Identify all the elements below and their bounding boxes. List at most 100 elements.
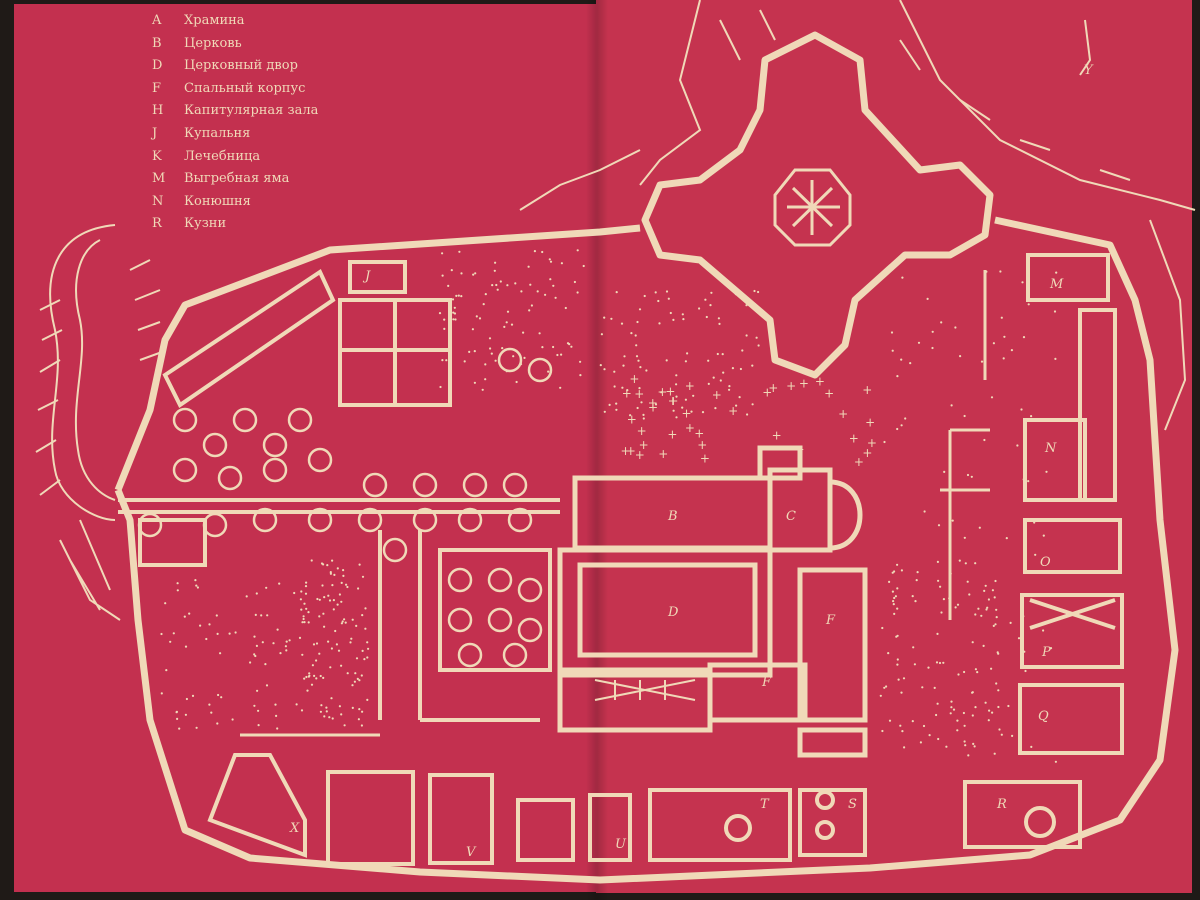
texture-dot [971, 641, 974, 644]
texture-dot [548, 258, 551, 261]
texture-dot [329, 666, 332, 669]
texture-dot [552, 345, 555, 349]
texture-dot [665, 290, 669, 293]
fortress-keep [641, 31, 994, 379]
texture-dot [922, 724, 926, 728]
texture-dot [560, 353, 563, 356]
texture-dot [311, 664, 314, 667]
grave-cross: + [795, 443, 805, 457]
legend-item: N Конюшня [148, 191, 408, 214]
grave-cross: + [682, 407, 692, 421]
legend-key: F [152, 80, 162, 96]
texture-dot [345, 583, 348, 586]
grave-cross: + [799, 377, 809, 391]
texture-dot [896, 587, 899, 590]
texture-dot [356, 677, 359, 681]
texture-dot [254, 654, 257, 658]
grave-cross: + [772, 428, 782, 442]
building-stable-n [1023, 418, 1087, 502]
texture-dot [353, 680, 356, 683]
texture-dot [304, 592, 308, 595]
texture-dot [460, 295, 463, 298]
texture-dot [983, 438, 986, 442]
texture-dot [718, 322, 721, 325]
legend-item: D Церковный двор [148, 55, 408, 78]
grave-cross: + [728, 404, 738, 418]
map-label-r: R [996, 797, 1007, 812]
texture-dot [967, 754, 970, 757]
texture-dot [987, 719, 990, 722]
texture-dot [340, 622, 343, 625]
texture-dot [665, 359, 668, 362]
texture-dot [956, 729, 959, 732]
texture-dot [494, 359, 497, 362]
texture-dot [963, 536, 966, 539]
texture-dot [333, 573, 336, 577]
texture-dot [452, 311, 455, 314]
texture-dot [261, 641, 264, 644]
texture-dot [255, 644, 258, 648]
grave-cross: + [648, 396, 658, 410]
texture-dot [285, 640, 288, 643]
grave-cross: + [700, 451, 710, 465]
texture-dot [959, 355, 962, 358]
texture-dot [999, 270, 1002, 273]
texture-dot [355, 657, 359, 660]
texture-dot [974, 668, 978, 671]
texture-dot [894, 595, 898, 598]
texture-dot [318, 615, 321, 618]
building-cesspit-m [1026, 253, 1110, 302]
legend-label: Конюшня [184, 193, 251, 209]
texture-dot [937, 524, 941, 527]
texture-dot [891, 349, 894, 352]
texture-dot [751, 403, 754, 406]
texture-dot [881, 626, 884, 630]
texture-dot [964, 562, 967, 565]
texture-dot [642, 417, 645, 420]
texture-dot [982, 644, 985, 648]
texture-dot [306, 689, 309, 692]
tree-symbol [357, 507, 383, 533]
texture-dot [675, 395, 678, 398]
texture-dot [913, 663, 917, 666]
texture-dot [997, 689, 1000, 692]
texture-dot [714, 407, 717, 410]
texture-dot [361, 649, 364, 653]
texture-dot [897, 678, 900, 681]
texture-dot [936, 632, 939, 636]
texture-dot [980, 614, 983, 617]
texture-dot [642, 413, 645, 416]
texture-dot [208, 623, 211, 626]
texture-dot [1010, 349, 1014, 352]
grave-cross: + [668, 394, 678, 408]
texture-dot [196, 586, 199, 589]
tree-symbol [412, 472, 438, 498]
grave-cross: + [815, 375, 825, 389]
texture-dot [253, 704, 256, 707]
texture-dot [331, 717, 334, 720]
texture-dot [253, 635, 256, 638]
texture-dot [488, 337, 492, 340]
texture-dot [441, 359, 444, 362]
texture-dot [346, 585, 349, 589]
texture-dot [923, 510, 926, 513]
texture-dot [323, 596, 326, 599]
texture-dot [940, 611, 943, 614]
legend-key: H [152, 103, 164, 119]
texture-dot [978, 526, 981, 529]
texture-dot [298, 636, 302, 640]
texture-dot [506, 310, 510, 313]
texture-dot [973, 745, 976, 748]
grave-cross: + [849, 432, 859, 446]
map-label-v: V [466, 845, 477, 860]
texture-dot [603, 410, 606, 413]
texture-dot [1016, 444, 1019, 447]
legend-item: K Лечебница [148, 146, 408, 169]
texture-dot [990, 667, 993, 670]
texture-dot [684, 398, 688, 401]
grave-cross: + [629, 372, 639, 386]
texture-dot [254, 613, 257, 617]
legend-label: Церковь [184, 35, 242, 51]
texture-dot [351, 684, 354, 687]
tree-symbol [307, 447, 333, 473]
